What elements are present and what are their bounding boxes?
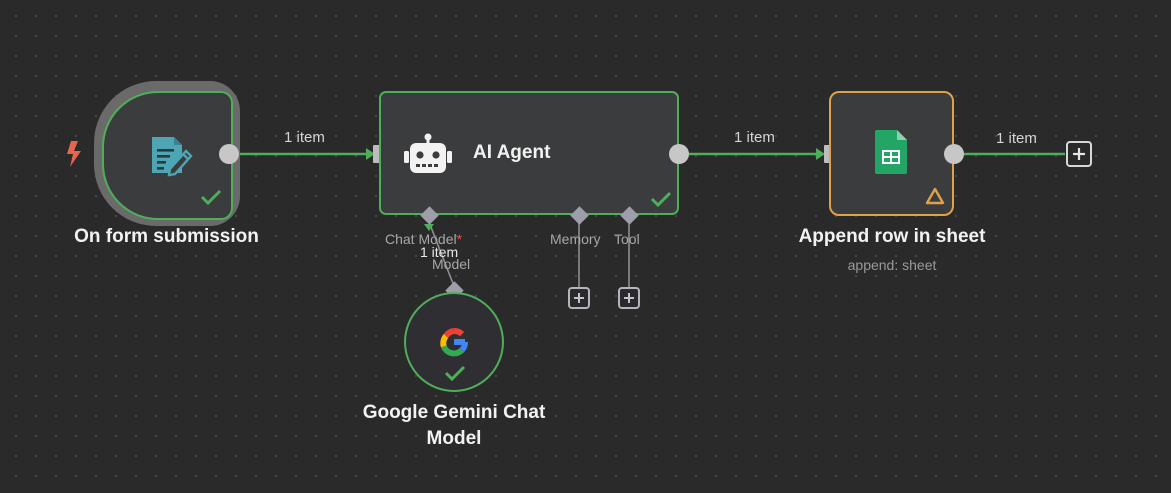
google-sheets-icon	[875, 130, 907, 174]
append-row-node-label: Append row in sheet	[798, 226, 986, 247]
append-row-node[interactable]	[829, 91, 954, 216]
connection-agent-to-sheets[interactable]	[688, 148, 825, 160]
connection-item-count: 1 item	[284, 129, 325, 146]
google-g-icon	[440, 328, 468, 357]
warning-triangle-icon	[925, 187, 945, 205]
check-icon	[650, 191, 672, 208]
agent-input-port[interactable]	[373, 145, 383, 163]
gemini-port-arrow	[424, 224, 434, 231]
memory-port-label: Memory	[550, 231, 601, 247]
agent-output-port[interactable]	[669, 144, 689, 164]
connection-item-count: 1 item	[996, 130, 1037, 147]
append-row-node-subtitle: append: sheet	[847, 257, 937, 273]
gemini-node-label: Google Gemini Chat Model	[362, 402, 546, 449]
check-icon	[200, 189, 222, 206]
check-icon	[444, 365, 466, 382]
connection-item-count: 1 item	[420, 244, 459, 260]
connection-gemini-to-agent[interactable]	[428, 221, 455, 287]
add-node-button[interactable]	[1066, 141, 1092, 167]
plus-icon	[574, 293, 584, 303]
plus-icon	[624, 293, 634, 303]
chat-model-port-label: Chat Model*	[385, 231, 463, 247]
gemini-chat-model-node[interactable]	[404, 292, 504, 392]
robot-icon	[404, 133, 452, 173]
trigger-node-label: On form submission	[74, 226, 259, 247]
tool-port-label: Tool	[614, 231, 640, 247]
gemini-model-port-label: Model	[432, 256, 471, 272]
trigger-bolt-icon	[67, 141, 81, 167]
ai-agent-node-label: AI Agent	[473, 142, 551, 163]
trigger-output-port[interactable]	[219, 144, 239, 164]
trigger-node[interactable]	[102, 91, 233, 220]
connection-trigger-to-agent[interactable]	[238, 148, 375, 160]
plus-icon	[1073, 148, 1085, 160]
sheets-output-port[interactable]	[944, 144, 964, 164]
add-tool-button[interactable]	[618, 287, 640, 309]
connection-item-count: 1 item	[734, 129, 775, 146]
add-memory-button[interactable]	[568, 287, 590, 309]
form-edit-icon	[152, 137, 193, 177]
